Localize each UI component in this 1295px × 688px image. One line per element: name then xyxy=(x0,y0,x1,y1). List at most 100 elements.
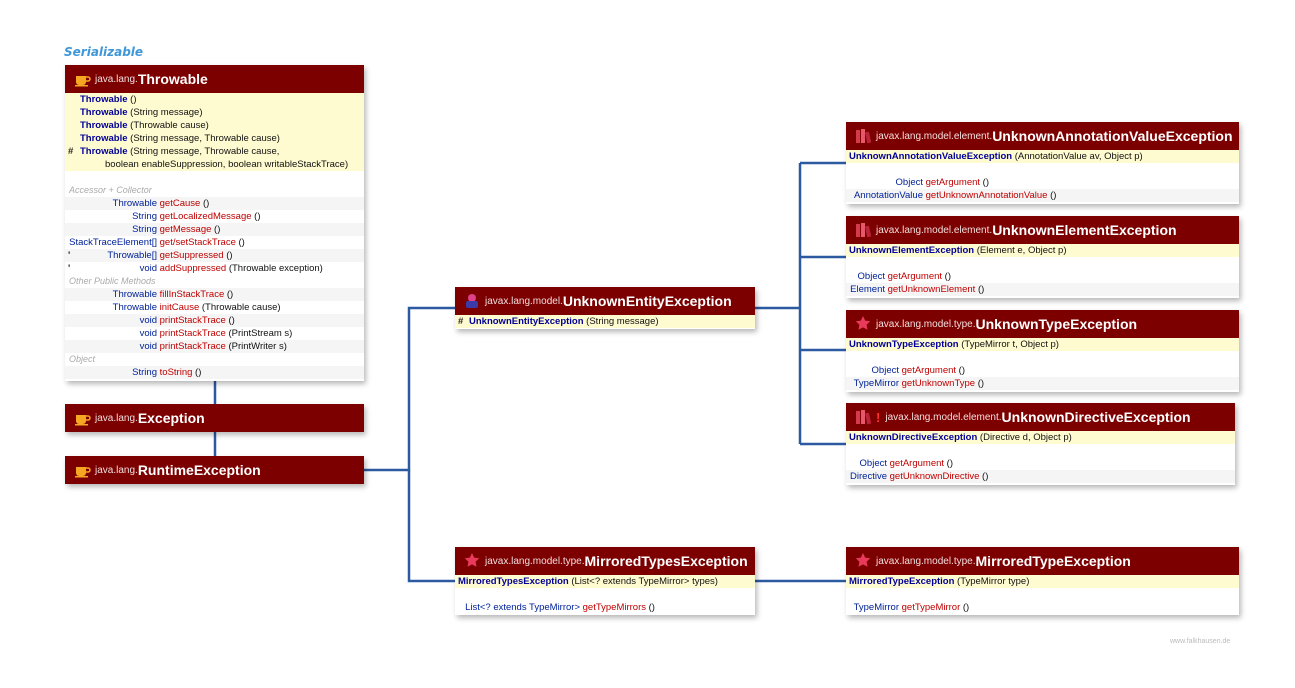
method-name[interactable]: initCause xyxy=(159,302,200,313)
unknown-element-exception-box[interactable]: javax.lang.model.element.UnknownElementE… xyxy=(846,216,1239,298)
method-name[interactable]: getArgument xyxy=(887,271,943,282)
serializable-interface-label: Serializable xyxy=(64,45,144,59)
constructor-row: UnknownAnnotationValueException (Annotat… xyxy=(846,150,1239,163)
class-name: MirroredTypeException xyxy=(975,553,1131,569)
method-args: () xyxy=(956,365,966,376)
constructor-name[interactable]: UnknownEntityException xyxy=(469,316,584,327)
mark: ' xyxy=(68,263,71,274)
method-row: Directive getUnknownDirective () xyxy=(846,470,1235,483)
method-row: String toString () xyxy=(65,366,364,379)
mirrored-type-header: javax.lang.model.type.MirroredTypeExcept… xyxy=(846,547,1239,575)
constructor-args: (TypeMirror t, Object p) xyxy=(958,339,1059,350)
constructor-row: Throwable (String message) xyxy=(65,106,364,119)
category-label: Other Public Methods xyxy=(69,276,156,286)
return-type: void xyxy=(139,328,157,339)
constructor-args: (Throwable cause) xyxy=(127,120,209,131)
unknown-entity-exception-box[interactable]: javax.lang.model.UnknownEntityException … xyxy=(455,287,755,329)
runtime-exception-header: java.lang.RuntimeException xyxy=(65,456,364,484)
method-args: () xyxy=(960,602,970,613)
object-method-list: String toString () xyxy=(65,366,364,379)
method-name[interactable]: toString xyxy=(159,367,193,378)
exception-class-box[interactable]: java.lang.Exception xyxy=(65,404,364,432)
class-name: UnknownTypeException xyxy=(975,316,1138,332)
category-label: Object xyxy=(69,354,96,364)
method-name[interactable]: printStackTrace xyxy=(159,341,226,352)
constructor-name[interactable]: Throwable xyxy=(80,107,128,118)
method-name[interactable]: addSuppressed xyxy=(159,263,227,274)
unknown-annotation-value-exception-box[interactable]: javax.lang.model.element.UnknownAnnotati… xyxy=(846,122,1239,204)
method-row: TypeMirror getUnknownType () xyxy=(846,377,1239,390)
method-args: () xyxy=(200,198,210,209)
class-name: UnknownEntityException xyxy=(562,293,732,309)
category-label: Accessor + Collector xyxy=(69,185,152,195)
return-type: Throwable xyxy=(112,302,157,313)
constructor-name[interactable]: MirroredTypesException xyxy=(458,576,569,587)
throwable-class-box[interactable]: java.lang.Throwable Throwable ()Throwabl… xyxy=(65,65,364,381)
constructor-name[interactable]: UnknownTypeException xyxy=(849,339,959,350)
constructor-row: UnknownDirectiveException (Directive d, … xyxy=(846,431,1235,444)
watermark: www.falkhausen.de xyxy=(1170,638,1231,645)
method-name[interactable]: printStackTrace xyxy=(159,315,226,326)
spacer xyxy=(846,351,1239,364)
method-name[interactable]: getUnknownElement xyxy=(887,284,976,295)
spacer xyxy=(846,257,1239,270)
coffee-cup-icon xyxy=(75,76,91,87)
warning-mark: ! xyxy=(876,409,881,425)
return-type: Object xyxy=(895,177,923,188)
method-row: Object getArgument () xyxy=(846,457,1235,470)
constructor-args: (String message) xyxy=(583,316,659,327)
method-name[interactable]: getArgument xyxy=(901,365,957,376)
constructor-name[interactable]: UnknownElementException xyxy=(849,245,975,256)
method-name[interactable]: getUnknownType xyxy=(901,378,976,389)
method-row: Throwable initCause (Throwable cause) xyxy=(65,301,364,314)
method-name[interactable]: getMessage xyxy=(159,224,212,235)
method-name[interactable]: fillInStackTrace xyxy=(159,289,225,300)
return-type: Throwable xyxy=(112,198,157,209)
method-name[interactable]: getSuppressed xyxy=(159,250,224,261)
method-name[interactable]: getTypeMirror xyxy=(901,602,961,613)
constructor-name[interactable]: Throwable xyxy=(80,94,128,105)
method-name[interactable]: getCause xyxy=(159,198,201,209)
books-icon xyxy=(856,129,872,144)
method-name[interactable]: get/setStackTrace xyxy=(159,237,236,248)
return-type: String xyxy=(132,211,157,222)
method-args: () xyxy=(235,237,245,248)
constructor-row: boolean enableSuppression, boolean writa… xyxy=(65,158,364,171)
constructor-name[interactable]: UnknownDirectiveException xyxy=(849,432,978,443)
method-row: TypeMirror getTypeMirror () xyxy=(846,601,1239,614)
method-args: () xyxy=(1047,190,1057,201)
method-name[interactable]: getTypeMirrors xyxy=(582,602,646,613)
books-icon xyxy=(856,223,872,238)
constructor-list: Throwable ()Throwable (String message)Th… xyxy=(65,93,364,171)
unknown-directive-exception-box[interactable]: !javax.lang.model.element.UnknownDirecti… xyxy=(846,403,1235,485)
constructor-name[interactable]: Throwable xyxy=(80,133,128,144)
spacer xyxy=(846,444,1235,457)
constructor-args: (Element e, Object p) xyxy=(974,245,1067,256)
constructor-row: UnknownTypeException (TypeMirror t, Obje… xyxy=(846,338,1239,351)
constructor-name[interactable]: Throwable xyxy=(80,146,128,157)
method-name[interactable]: getLocalizedMessage xyxy=(159,211,252,222)
method-name[interactable]: getArgument xyxy=(925,177,981,188)
return-type: void xyxy=(139,315,157,326)
class-name: UnknownDirectiveException xyxy=(1001,409,1191,425)
mirrored-types-exception-box[interactable]: javax.lang.model.type.MirroredTypesExcep… xyxy=(455,547,755,615)
return-type: Object xyxy=(857,271,885,282)
constructor-args: boolean enableSuppression, boolean writa… xyxy=(105,159,349,170)
method-name[interactable]: getUnknownDirective xyxy=(889,471,980,482)
constructor-args: (Directive d, Object p) xyxy=(977,432,1072,443)
unknown-type-exception-box[interactable]: javax.lang.model.type.UnknownTypeExcepti… xyxy=(846,310,1239,392)
return-type: Throwable[] xyxy=(107,250,157,261)
method-name[interactable]: getArgument xyxy=(889,458,945,469)
runtime-exception-class-box[interactable]: java.lang.RuntimeException xyxy=(65,456,364,484)
constructor-name[interactable]: MirroredTypeException xyxy=(849,576,955,587)
package-name: javax.lang.model.element. xyxy=(876,224,993,236)
method-name[interactable]: printStackTrace xyxy=(159,328,226,339)
method-name[interactable]: getUnknownAnnotationValue xyxy=(925,190,1048,201)
class-name: UnknownElementException xyxy=(992,222,1177,238)
constructor-name[interactable]: Throwable xyxy=(80,120,128,131)
method-args: () xyxy=(975,378,985,389)
constructor-name[interactable]: UnknownAnnotationValueException xyxy=(849,151,1013,162)
throwable-header: java.lang.Throwable xyxy=(65,65,364,93)
mirrored-type-exception-box[interactable]: javax.lang.model.type.MirroredTypeExcept… xyxy=(846,547,1239,615)
constructor-args: (List<? extends TypeMirror> types) xyxy=(568,576,718,587)
